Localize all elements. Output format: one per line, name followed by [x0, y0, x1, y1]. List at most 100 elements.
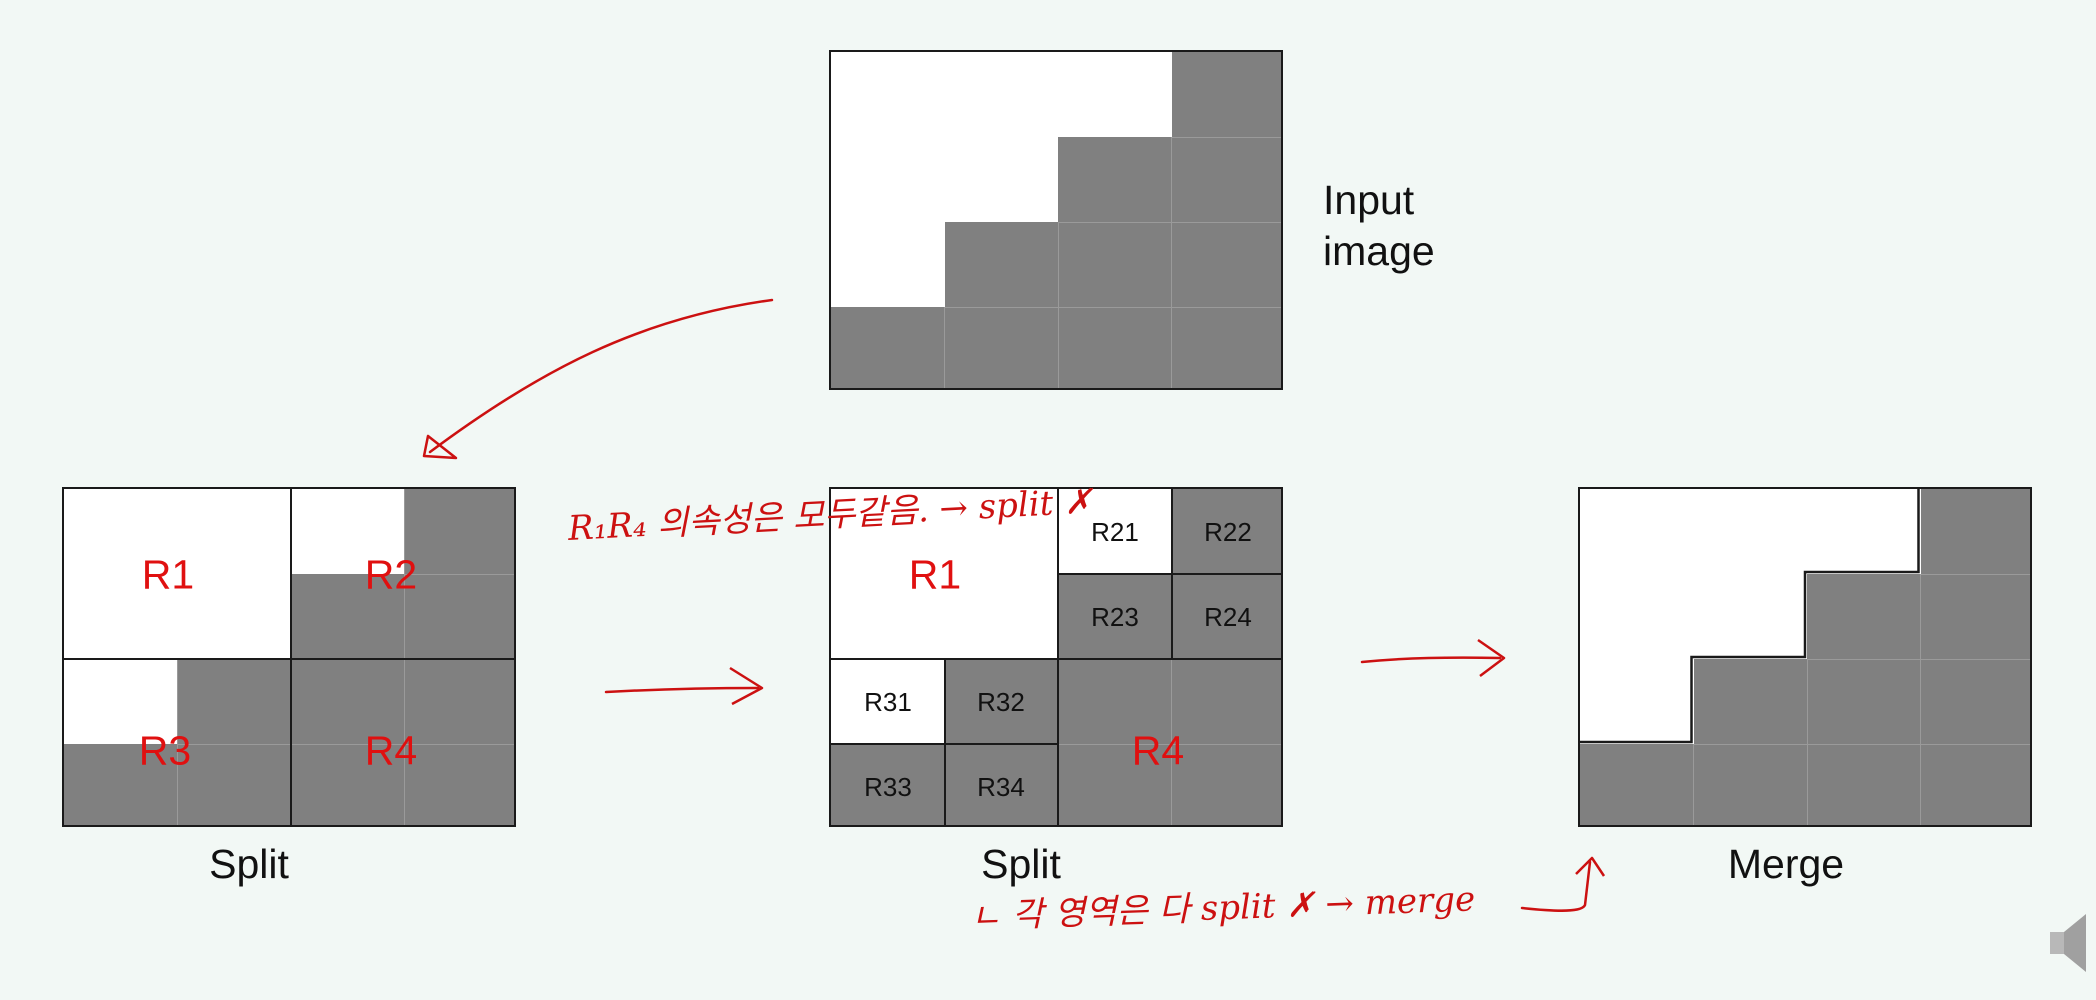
grid-line [1171, 137, 1172, 388]
subregion-border [831, 743, 1058, 745]
pixel-cell [1171, 574, 1281, 659]
pixel-cell [64, 744, 178, 825]
quadrant-border-h [64, 658, 514, 660]
hook-arrow-head [1575, 856, 1606, 877]
region-label-r3: R3 [138, 727, 192, 774]
pixel-cell [944, 222, 1058, 307]
pixel-cell [1920, 744, 2030, 825]
pixel-cell [1171, 52, 1281, 137]
grid-line [404, 489, 405, 825]
pixel-cell [1807, 574, 1921, 659]
grid-line [944, 307, 945, 388]
grid-line [1807, 659, 1808, 825]
pixel-cell [1171, 137, 1281, 222]
region-border [1057, 489, 1059, 825]
grid-line [1171, 659, 1172, 825]
pixel-cell [1058, 222, 1172, 307]
region-label-r1: R1 [141, 551, 195, 598]
arrow-split1-to-split2-head [729, 666, 764, 706]
curved-arrow [428, 298, 774, 454]
pixel-cell [404, 574, 514, 659]
pixel-cell [1693, 744, 1807, 825]
grid-line [177, 659, 178, 825]
pixel-cell [1058, 659, 1172, 744]
grid-line [1920, 574, 2030, 575]
subregion-label-r22: R22 [1204, 517, 1252, 547]
split2-caption: Split [981, 841, 1061, 887]
subregion-label-r31: R31 [864, 687, 912, 717]
pixel-cell [944, 307, 1058, 388]
grid-line [1807, 659, 2030, 660]
pixel-cell [1058, 574, 1172, 659]
region-label-r4: R4 [1131, 727, 1185, 774]
pixel-cell [1171, 307, 1281, 388]
pixel-cell [1693, 659, 1807, 744]
pixel-cell [291, 574, 405, 659]
subregion-label-r21: R21 [1091, 517, 1139, 547]
grid-line [944, 307, 1281, 308]
subregion-label-r32: R32 [977, 687, 1025, 717]
region-border [831, 658, 1281, 660]
pixel-cell [291, 744, 405, 825]
input-image-caption: Input image [1323, 175, 1435, 277]
pixel-cell [1171, 744, 1281, 825]
pixel-cell [1171, 222, 1281, 307]
merge-caption: Merge [1727, 841, 1845, 887]
pixel-cell [1058, 137, 1172, 222]
split1-caption: Split [209, 841, 289, 887]
grid-line [404, 574, 514, 575]
pixel-cell [831, 744, 945, 825]
hook-arrow [1520, 860, 1592, 912]
pixel-cell [177, 744, 291, 825]
split2-grid: R1 R4 R21 R22 R23 R24 R31 R32 R33 R34 [829, 487, 1283, 827]
pixel-cell [1171, 659, 1281, 744]
pixel-cell [1807, 659, 1921, 744]
pixel-cell [1920, 659, 2030, 744]
pixel-cell [1058, 744, 1172, 825]
subregion-border [1058, 573, 1281, 575]
pixel-cell [944, 659, 1058, 744]
grid-line [1920, 574, 1921, 825]
pixel-cell [1580, 744, 1694, 825]
subregion-label-r34: R34 [977, 772, 1025, 802]
subregion-border [943, 659, 946, 825]
grid-line [1693, 744, 1694, 825]
subregion-label-r23: R23 [1091, 602, 1139, 632]
pixel-cell [404, 744, 514, 825]
pixel-cell [1920, 489, 2030, 574]
speaker-icon[interactable] [2046, 910, 2096, 976]
input-caption-line1: Input [1323, 177, 1415, 223]
grid-line [1058, 222, 1059, 388]
pixel-cell [1920, 574, 2030, 659]
pixel-cell [404, 659, 514, 744]
grid-line [1058, 222, 1281, 223]
grid-line [177, 744, 291, 745]
subregion-label-r24: R24 [1204, 602, 1252, 632]
pixel-cell [177, 659, 291, 744]
pixel-cell [1171, 489, 1281, 574]
arrow-split2-to-merge [1360, 656, 1502, 664]
grid-line [1058, 744, 1281, 745]
pixel-cell [831, 307, 945, 388]
grid-line [1693, 744, 2030, 745]
pixel-cell [1807, 744, 1921, 825]
subregion-label-r33: R33 [864, 772, 912, 802]
arrow-split2-to-merge-head [1477, 638, 1506, 677]
merge-boundary [1580, 489, 1920, 744]
pixel-cell [944, 744, 1058, 825]
region-label-r4: R4 [364, 727, 418, 774]
input-image-grid [829, 50, 1283, 390]
quadrant-border-v [290, 489, 292, 825]
region-label-r1: R1 [908, 551, 962, 598]
pixel-cell [404, 489, 514, 574]
grid-line [1171, 137, 1281, 138]
curved-arrow-head [422, 434, 458, 460]
input-caption-line2: image [1323, 228, 1435, 274]
split1-grid: R1 R2 R3 R4 [62, 487, 516, 827]
pixel-cell [291, 659, 405, 744]
region-label-r2: R2 [364, 551, 418, 598]
grid-line [291, 744, 514, 745]
merge-grid [1578, 487, 2032, 827]
pixel-cell [1058, 307, 1172, 388]
